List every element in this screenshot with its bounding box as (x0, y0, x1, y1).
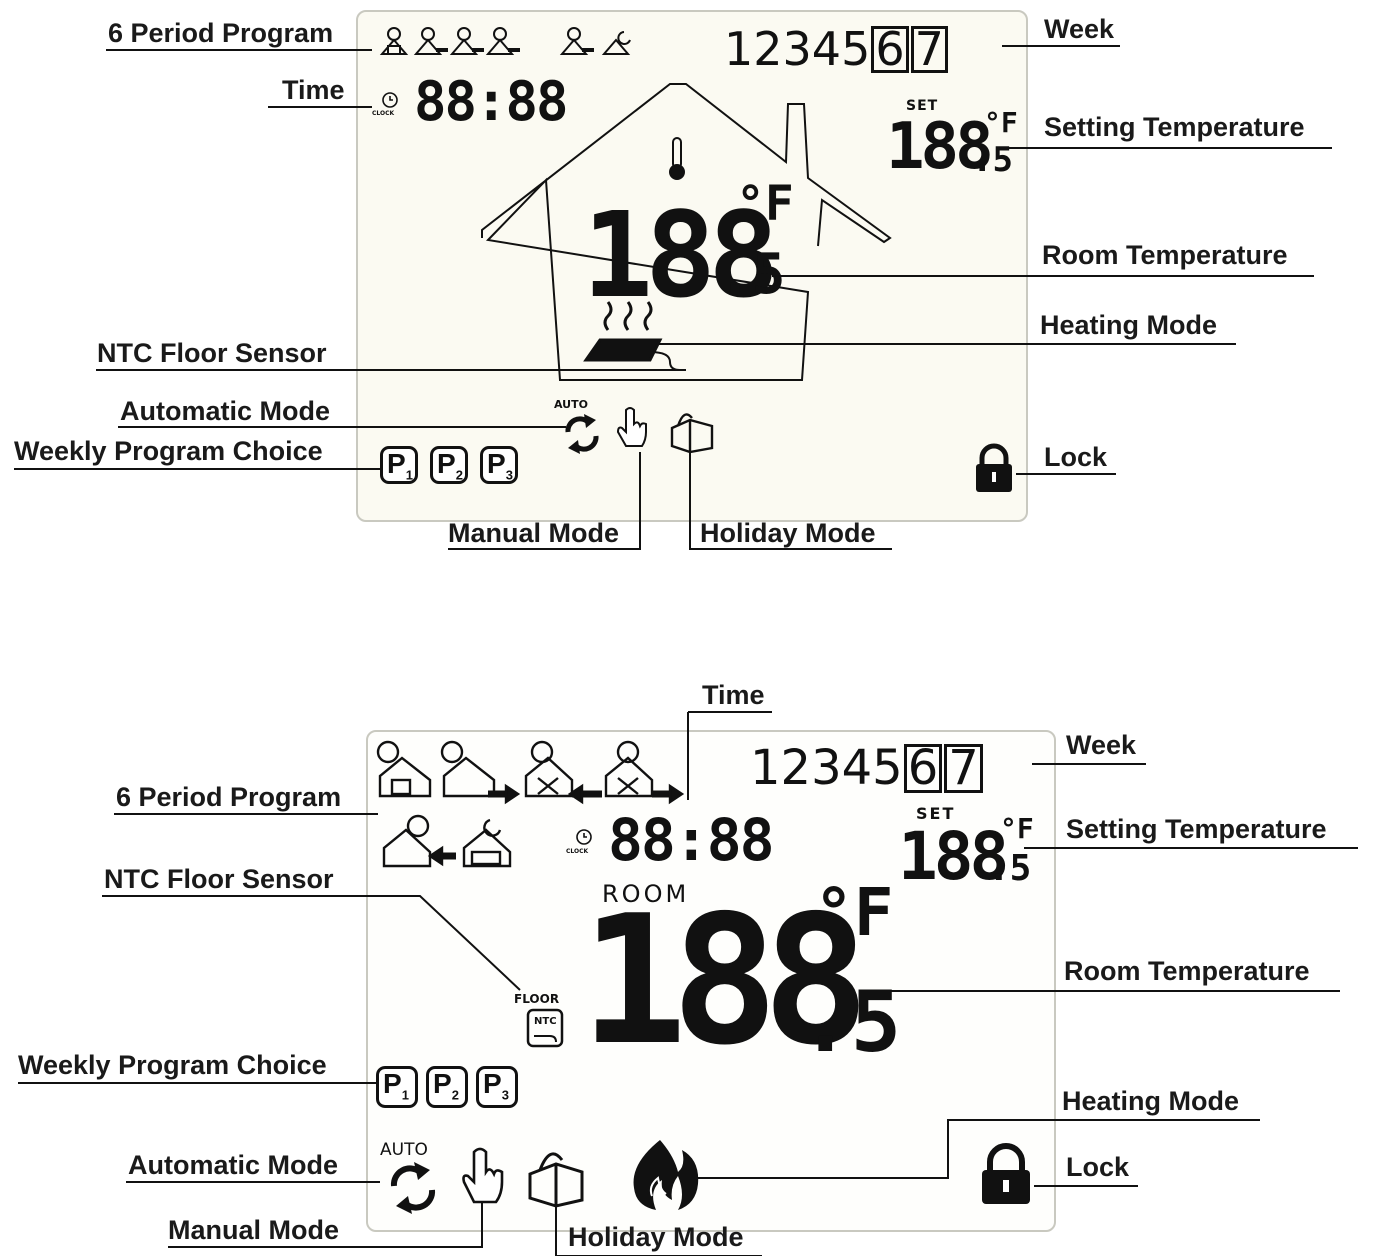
week-day-7-top: 7 (910, 26, 948, 74)
week-day-7-bottom: 7 (944, 744, 983, 794)
time-readout-top: 88:88 (414, 70, 569, 133)
label-settemp-bottom: Setting Temperature (1066, 814, 1327, 844)
label-roomtemp-bottom: Room Temperature (1064, 956, 1310, 986)
clock-icon-top (382, 92, 398, 108)
program-p1-bottom: P1 (376, 1066, 418, 1108)
manual-hand-icon-top (616, 407, 647, 447)
label-lock-bottom: Lock (1066, 1152, 1130, 1182)
label-auto-top: Automatic Mode (120, 396, 331, 426)
time-readout-bottom: 88:88 (608, 806, 775, 874)
auto-mode-icon-top (565, 414, 599, 454)
period-program-icons-top (379, 27, 631, 55)
label-week-bottom: Week (1066, 730, 1137, 760)
auto-mode-icon-bottom (390, 1162, 436, 1214)
label-holiday-top: Holiday Mode (700, 518, 876, 548)
label-time-bottom: Time (702, 680, 765, 710)
program-p3-bottom: P3 (476, 1066, 518, 1108)
label-ntc-top: NTC Floor Sensor (97, 338, 327, 368)
set-unit-top: °F (984, 106, 1018, 139)
holiday-bag-icon-top (670, 413, 714, 454)
set-temp-bottom: 188 (898, 818, 1009, 895)
ntc-text-bottom: NTC (534, 1016, 557, 1027)
program-p1-top: P1 (380, 446, 418, 484)
thermometer-icon (669, 137, 685, 180)
room-temp-decimal-bottom: .5 (800, 973, 902, 1071)
program-p3-top: P3 (480, 446, 518, 484)
floor-heating-icon (583, 301, 681, 371)
room-temp-bottom: 188 (580, 877, 869, 1084)
label-holiday-bottom: Holiday Mode (568, 1222, 744, 1252)
label-ntc-bottom: NTC Floor Sensor (104, 864, 334, 894)
week-plain-bottom: 12345 (750, 740, 903, 796)
clock-text-bottom: CLOCK (566, 848, 589, 855)
leader-holiday-bottom (555, 1184, 762, 1256)
period-program-icons-bottom (376, 740, 685, 868)
manual-hand-icon-bottom (462, 1147, 504, 1204)
room-unit-top: °F (736, 176, 794, 232)
label-settemp-top: Setting Temperature (1044, 112, 1305, 142)
label-period-program-bottom: 6 Period Program (116, 782, 342, 812)
set-unit-bottom: °F (1000, 812, 1034, 845)
week-day-6-bottom: 6 (903, 744, 943, 794)
leader-manual-top (448, 452, 641, 550)
program-p2-top: P2 (430, 446, 468, 484)
label-roomtemp-top: Room Temperature (1042, 240, 1288, 270)
set-temp-top: 188 (886, 110, 994, 184)
week-plain-top: 12345 (724, 22, 871, 76)
room-temp-decimal-top: .5 (718, 242, 786, 307)
house-outline (481, 83, 892, 381)
auto-text-bottom: AUTO (380, 1140, 428, 1160)
label-heating-bottom: Heating Mode (1062, 1086, 1240, 1116)
label-time-top: Time (282, 75, 345, 105)
clock-text-top: CLOCK (372, 110, 395, 117)
lcd-panel-top (356, 10, 1028, 522)
set-temp-decimal-top: .5 (972, 140, 1013, 180)
label-manual-bottom: Manual Mode (168, 1215, 340, 1245)
label-weekly-top: Weekly Program Choice (14, 436, 323, 466)
set-temp-decimal-bottom: .5 (988, 848, 1032, 889)
lock-icon-bottom (982, 1143, 1030, 1204)
leader-heating-bottom (688, 1119, 1260, 1179)
label-period-program-top: 6 Period Program (108, 18, 334, 48)
ntc-floor-icon (526, 1008, 564, 1048)
room-temp-top: 188 (582, 186, 779, 324)
week-day-6-top: 6 (871, 26, 909, 74)
label-heating-top: Heating Mode (1040, 310, 1218, 340)
program-p2-bottom: P2 (426, 1066, 468, 1108)
leader-ntc-bottom (102, 895, 521, 991)
floor-text-bottom: FLOOR (514, 992, 560, 1006)
room-text-bottom: ROOM (602, 880, 690, 908)
auto-text-top: AUTO (554, 398, 588, 411)
label-weekly-bottom: Weekly Program Choice (18, 1050, 327, 1080)
label-manual-top: Manual Mode (448, 518, 620, 548)
clock-icon-bottom (576, 829, 592, 845)
set-text-top: SET (906, 98, 939, 114)
lock-icon-top (976, 443, 1012, 492)
leader-holiday-top (689, 452, 892, 550)
label-week-top: Week (1044, 14, 1115, 44)
label-lock-top: Lock (1044, 442, 1108, 472)
heating-flame-icon (633, 1140, 699, 1210)
label-auto-bottom: Automatic Mode (128, 1150, 339, 1180)
holiday-bag-icon-bottom (528, 1152, 584, 1208)
room-unit-bottom: °F (814, 874, 894, 951)
set-text-bottom: SET (916, 804, 956, 823)
